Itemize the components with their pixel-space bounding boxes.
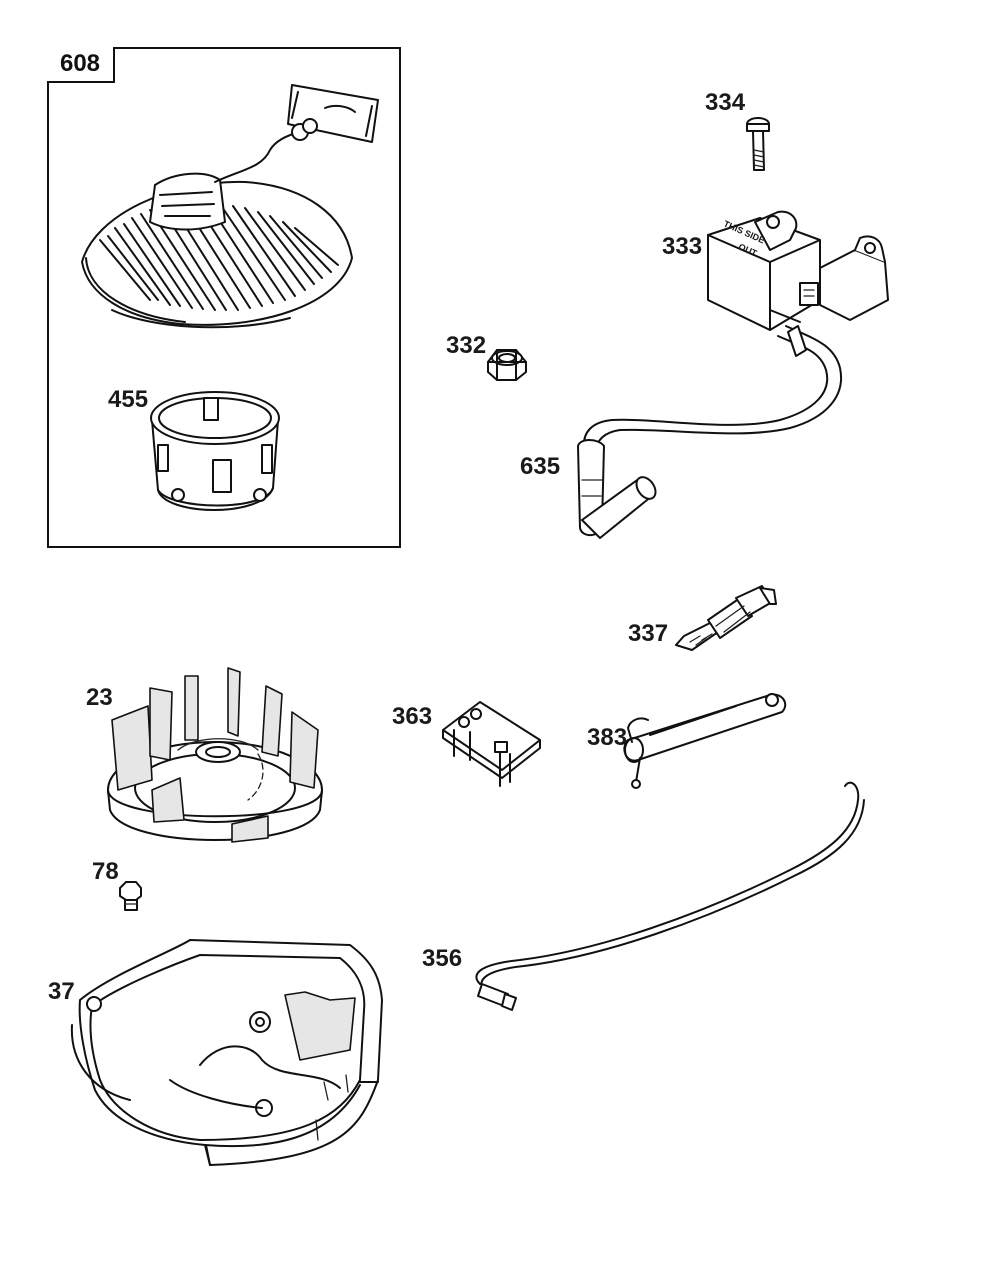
callout-363[interactable]: 363 — [392, 703, 433, 730]
callout-37[interactable]: 37 — [48, 978, 75, 1005]
spark-plug-drawing — [675, 585, 777, 651]
callout-337[interactable]: 337 — [628, 620, 669, 647]
callout-635[interactable]: 635 — [520, 453, 561, 480]
kit-outline-box — [47, 47, 401, 548]
flywheel-bolt-drawing — [119, 881, 142, 911]
callout-332[interactable]: 332 — [446, 332, 487, 359]
callout-334[interactable]: 334 — [705, 89, 746, 116]
rewind-starter-drawing — [81, 84, 379, 329]
callout-455[interactable]: 455 — [108, 386, 149, 413]
ground-wire-drawing — [475, 781, 865, 1011]
callout-356[interactable]: 356 — [422, 945, 463, 972]
kit-label-608: 608 — [47, 47, 115, 83]
starter-cup-drawing — [150, 391, 280, 511]
ignition-bracket-drawing — [442, 701, 541, 787]
ground-wire-tube-drawing — [623, 693, 787, 789]
flywheel-drawing — [107, 667, 323, 843]
callout-333[interactable]: 333 — [662, 233, 703, 260]
callout-23[interactable]: 23 — [86, 684, 113, 711]
callout-383[interactable]: 383 — [587, 724, 628, 751]
blower-housing-drawing — [70, 939, 383, 1166]
spark-plug-lead-drawing — [577, 325, 843, 539]
hex-nut-drawing — [487, 349, 527, 381]
callout-78[interactable]: 78 — [92, 858, 119, 885]
ignition-coil-screw-drawing — [746, 117, 770, 171]
ignition-coil-drawing — [707, 210, 889, 331]
